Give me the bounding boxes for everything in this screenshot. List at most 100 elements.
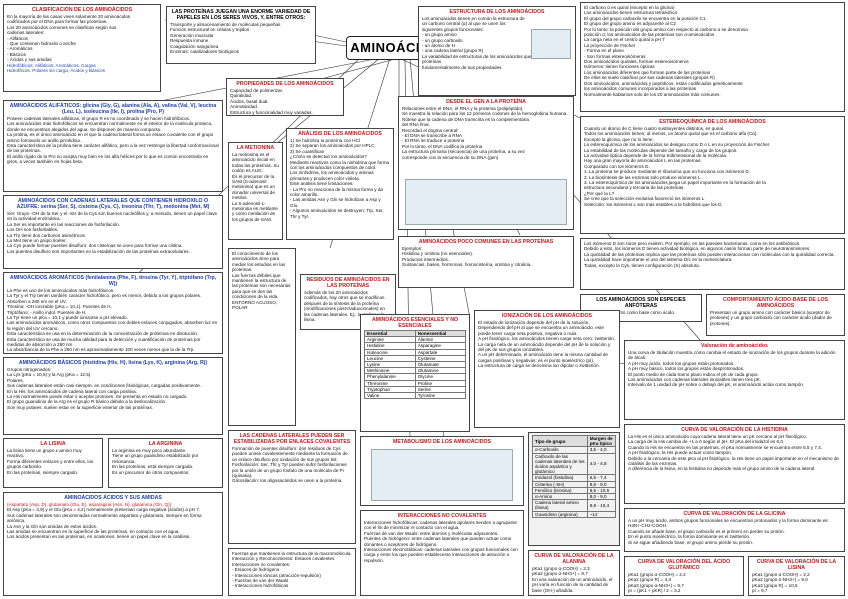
pka-range-cell: 9,8 - 10,4 xyxy=(586,499,617,512)
curva-lisina-box: CURVA DE VALORACIÓN DE LA LISINA pKa1 (g… xyxy=(748,556,845,596)
metabolism-diagram-image xyxy=(371,449,513,501)
fuerzas-body: Fuerzas que mantienen la estructura de l… xyxy=(232,551,352,589)
esenciales-heading: AMINOÁCIDOS ESENCIALES Y NO ESENCIALES xyxy=(372,317,458,329)
ionizacion-heading: IONIZACIÓN DE LOS AMINOÁCIDOS xyxy=(501,313,592,319)
pka-row: Carboxilo de las cadenas laterales de lo… xyxy=(532,452,617,476)
poco-comunes-body: Ejemplos: Histidina y ornitina (no esenc… xyxy=(402,246,532,268)
esenciales-box: AMINOÁCIDOS ESENCIALES Y NO ESENCIALES E… xyxy=(360,314,470,432)
acidos-heading: AMINOÁCIDOS ÁCIDOS Y SUS AMIDAS xyxy=(64,495,162,501)
nonessential-cell: Aspartate xyxy=(414,348,467,356)
lisina-body: La lisina tiene un grupo ε-amino muy rea… xyxy=(7,448,94,475)
alifaticos-body: Poseen cadenas laterales alifáticas, el … xyxy=(7,116,219,165)
cadenas-covalentes-body: Formación de puentes disulfuro: dos resi… xyxy=(232,446,348,484)
curva-histidina-body: La His es el único aminoácido cuya caden… xyxy=(628,434,839,472)
enzimas-body: El conocimiento de los aminoácidos sirve… xyxy=(232,251,291,311)
lisina-heading: LA LISINA xyxy=(40,441,66,447)
pka-table: Tipo de grupo Margen de pKa típico α-Car… xyxy=(532,434,617,518)
nonessential-cell: Glycine xyxy=(414,373,467,381)
curva-glicina-heading: CURVA DE VALORACIÓN DE LA GLICINA xyxy=(683,511,786,517)
estructura-body: Los aminoácidos tienen en común la estru… xyxy=(422,16,554,70)
acido-base-heading: COMPORTAMIENTO ÁCIDO-BASE DE LOS AMINOÁC… xyxy=(722,297,828,309)
valoracion-body: Una curva de titulación muestra cómo cam… xyxy=(628,350,836,388)
curva-alanina-body: pKa1 (grupo α-COOH) = 2,3 pKa2 (grupo α-… xyxy=(532,566,613,593)
cadenas-covalentes-box: LAS CADENAS LATERALES PUEDEN SER ESTABIL… xyxy=(228,430,356,544)
pka-range-cell: ~12 xyxy=(586,510,617,518)
curva-glicina-box: CURVA DE VALORACIÓN DE LA GLICINA A un p… xyxy=(624,508,845,552)
estructura-heading: ESTRUCTURA DE LOS AMINOÁCIDOS xyxy=(449,9,545,15)
gene-protein-diagram-image xyxy=(405,179,567,225)
interacciones-heading: INTERACCIONES NO COVALENTES xyxy=(397,513,487,519)
curva-histidina-heading: CURVA DE VALORACIÓN DE LA HISTIDINA xyxy=(681,427,788,433)
pka-row: Imidazol (histidina)6,5 - 7,4 xyxy=(532,474,617,482)
poco-comunes-heading: AMINOÁCIDOS POCO COMUNES EN LAS PROTEÍNA… xyxy=(418,239,554,245)
clasificacion-box: CLASIFICACIÓN DE LOS AMINOÁCIDOS En la m… xyxy=(3,4,161,92)
pka-col-group: Tipo de grupo xyxy=(532,434,588,448)
curva-alanina-heading: CURVA DE VALORACIÓN DE LA ALANINA xyxy=(534,553,614,565)
clasificacion-extra: Hidrofóbicos: Alifáticos, Aromáticos. Ca… xyxy=(7,62,106,74)
azufre-heading: AMINOÁCIDOS CON CADENAS LATERALES QUE CO… xyxy=(16,198,210,210)
curva-lisina-heading: CURVA DE VALORACIÓN DE LA LISINA xyxy=(756,559,837,571)
proteinas-heading: LAS PROTEÍNAS JUEGAN UNA ENORME VARIEDAD… xyxy=(171,9,311,21)
metionina-box: LA METIONINA La metionina es el aminoáci… xyxy=(228,142,283,240)
estereo-heading: ESTEREOQUÍMICA DE LOS AMINOÁCIDOS xyxy=(659,119,766,125)
adn-body: Relaciones entre el DNA, el RNA y la pro… xyxy=(402,106,568,160)
pka-range-cell: 3,5 - 4,0 xyxy=(586,446,617,454)
curva-glicina-body: A un pH muy ácido, ambos grupos funciona… xyxy=(628,518,828,545)
nonessential-cell: Serine xyxy=(414,385,467,394)
anfoteras-box: LOS AMINOÁCIDOS SON ESPECIES ANFÓTERAS P… xyxy=(580,294,702,322)
valoracion-box: Valoración de aminoácidos Una curva de t… xyxy=(624,340,845,420)
metionina-heading: LA METIONINA xyxy=(236,145,275,151)
basicos-heading: AMINOÁCIDOS BÁSICOS (histidina (His, H),… xyxy=(18,360,208,366)
curva-alanina-box: CURVA DE VALORACIÓN DE LA ALANINA pKa1 (… xyxy=(528,550,620,596)
estereo-body: Cuando un átomo de C tiene cuatro sustit… xyxy=(584,126,771,207)
nonessential-cell: Alanine xyxy=(414,336,467,344)
pka-range-cell: 6,5 - 7,4 xyxy=(586,474,617,482)
lisina-box: LA LISINA La lisina tiene un grupo ε-ami… xyxy=(3,438,103,488)
pka-range-cell: 8,0 - 9,0 xyxy=(586,493,617,501)
essential-cell: Valine xyxy=(364,392,416,400)
pka-col-range: Margen de pKa típico xyxy=(586,434,617,448)
clasificacion-heading: CLASIFICACIÓN DE LOS AMINOÁCIDOS xyxy=(31,7,133,13)
clasificacion-body: En la mayoría de las casas viven solamen… xyxy=(7,14,131,63)
nonessential-cell: Glutamate xyxy=(414,360,467,369)
anfoteras-heading: LOS AMINOÁCIDOS SON ESPECIES ANFÓTERAS xyxy=(596,297,686,309)
acido-base-body: Presentan un grupo amino con carácter bá… xyxy=(710,310,832,326)
proteinas-body: Transporte y almacenamiento de moléculas… xyxy=(170,22,281,55)
curva-glutamico-heading: CURVA DE VALORACIÓN DEL ÁCIDO GLUTÁMICO xyxy=(637,559,731,571)
pka-table-box: Tipo de grupo Margen de pKa típico α-Car… xyxy=(528,432,620,546)
aromaticos-heading: AMINOÁCIDOS AROMÁTICOS (fenilalanina (Ph… xyxy=(9,275,217,287)
nonessential-cell: Proline xyxy=(414,379,467,387)
estructura-box: ESTRUCTURA DE LOS AMINOÁCIDOS Los aminoá… xyxy=(418,6,576,96)
pka-row: Guanidinio (arginina)~12 xyxy=(532,510,617,518)
aromaticos-box: AMINOÁCIDOS AROMÁTICOS (fenilalanina (Ph… xyxy=(3,272,223,354)
isomeros-d-body: Los isómeros D son raros pero existen. P… xyxy=(584,241,835,268)
acido-base-box: COMPORTAMIENTO ÁCIDO-BASE DE LOS AMINOÁC… xyxy=(706,294,845,336)
isomeros-d-box: Los isómeros D son raros pero existen. P… xyxy=(580,238,845,290)
poco-comunes-box: AMINOÁCIDOS POCO COMUNES EN LAS PROTEÍNA… xyxy=(398,236,574,288)
metabolismo-heading: METABOLISMO DE LOS AMINOÁCIDOS xyxy=(393,439,491,445)
curva-glutamico-body: pKa1 (grupo α-COOH) = 2,2 pKa2 (grupo R)… xyxy=(628,572,686,594)
enzimas-box: El conocimiento de los aminoácidos sirve… xyxy=(228,248,296,426)
fuerzas-box: Fuerzas que mantienen la estructura de l… xyxy=(228,548,356,596)
pka-row: Fenólico (tirosina)9,5 - 10,5 xyxy=(532,486,617,495)
propiedades-heading: PROPIEDADES DE LOS AMINOÁCIDOS xyxy=(236,81,334,87)
amino-acid-structure-image xyxy=(531,29,571,59)
quiral-box: El carbono α es quiral (excepto en la gl… xyxy=(580,2,845,112)
adn-heading: DESDE EL GEN A LA PROTEÍNA xyxy=(446,99,526,105)
curva-lisina-body: pKa1 (grupo α-COOH) = 2,2 pKa2 (grupo α-… xyxy=(752,572,810,594)
esenciales-col-nonessential: Nonessential xyxy=(414,329,467,338)
azufre-body: Ser: Grupo -OH de la Ser y el -SH de la … xyxy=(7,211,218,254)
nonessential-cell: Asparagine xyxy=(414,342,467,350)
curva-histidina-box: CURVA DE VALORACIÓN DE LA HISTIDINA La H… xyxy=(624,424,845,504)
interacciones-box: INTERACCIONES NO COVALENTES Interaccione… xyxy=(360,510,524,596)
arginina-heading: LA ARGININA xyxy=(148,441,183,447)
aromaticos-body: La Phe es uno de los aminoácidos más hid… xyxy=(7,288,218,353)
